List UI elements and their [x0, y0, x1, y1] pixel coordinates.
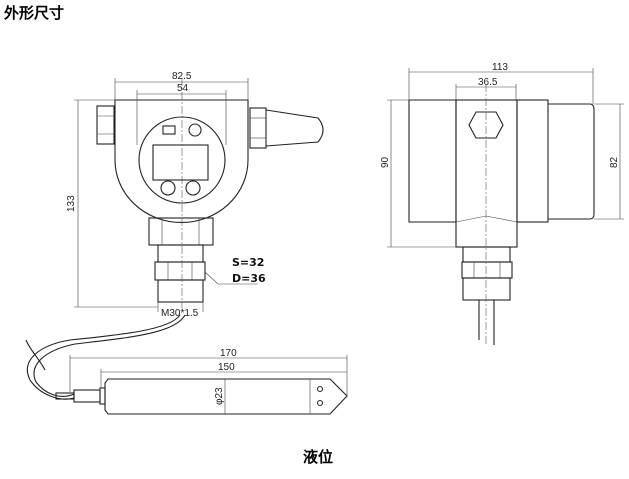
side-view: [387, 68, 624, 345]
dim-side-width: 113: [492, 62, 508, 73]
dim-center-width: 36.5: [478, 77, 498, 88]
dim-thread: M30*1.5: [161, 308, 199, 319]
dim-width-outer: 82.5: [172, 71, 192, 82]
page-title: 外形尺寸: [4, 4, 65, 22]
cable: [27, 314, 181, 400]
dim-probe-total: 170: [220, 348, 237, 359]
probe: [55, 355, 348, 415]
figure-caption: 液位: [303, 448, 334, 466]
hex-size-label: S=32: [232, 256, 264, 269]
front-view: [74, 78, 324, 312]
dim-height-right: 82: [609, 156, 620, 168]
dim-height: 133: [66, 195, 77, 212]
dim-probe-body: 150: [218, 362, 235, 373]
dim-width-inner: 54: [177, 83, 189, 94]
hex-diameter-label: D=36: [232, 272, 266, 285]
dim-probe-diameter: φ23: [214, 387, 225, 405]
dim-height-left: 90: [380, 156, 391, 168]
